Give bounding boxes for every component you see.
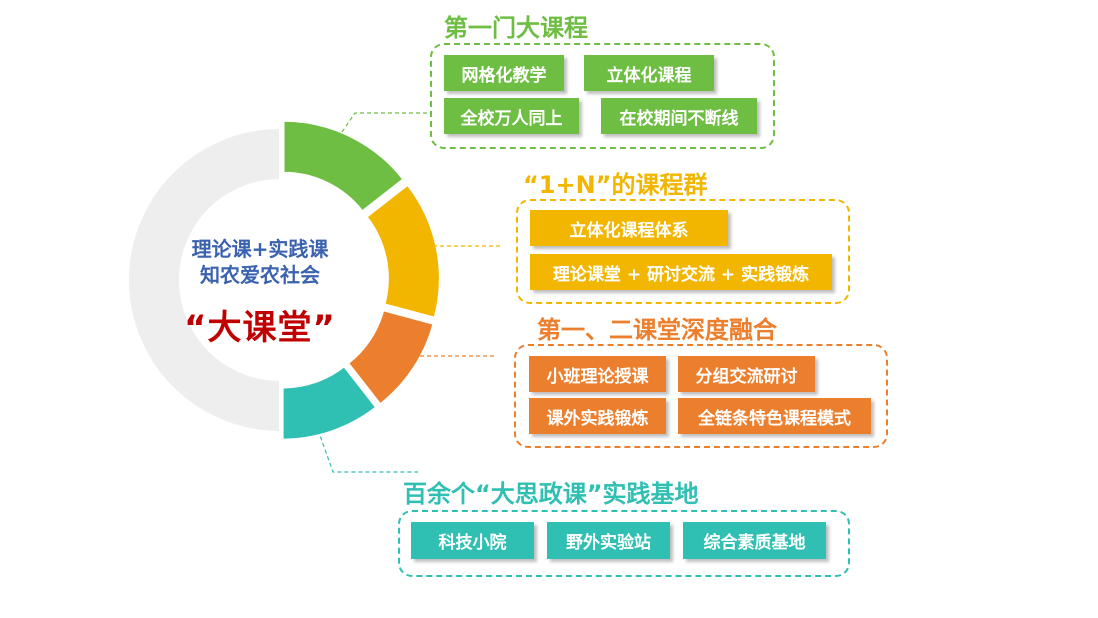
section-title-4: 百余个“大思政课”实践基地 [403,480,699,508]
connector-section-4 [317,429,418,473]
section-box-3 [514,344,888,448]
connector-section-1 [341,112,432,133]
section-title-2: “1+N”的课程群 [523,171,708,199]
ring-segment-orange [346,309,435,406]
tag-whole-school: 全校万人同上 [444,98,579,134]
ring-segment-green [282,119,405,213]
section-title-1: 第一门大课程 [444,14,588,42]
tag-theory-discussion-practice: 理论课堂 + 研讨交流 + 实践锻炼 [530,254,832,290]
tag-3d-course: 立体化课程 [584,55,714,91]
ring-segment-teal [281,364,378,441]
tag-course-system: 立体化课程体系 [530,210,728,246]
tag-quality-base: 综合素质基地 [683,522,826,559]
center-line-2: 知农爱农社会 [200,263,320,287]
tag-full-chain: 全链条特色课程模式 [678,398,871,434]
tag-group-discussion: 分组交流研讨 [678,356,815,392]
center-subtitle: 理论课+实践课 知农爱农社会 [170,236,350,288]
section-box-1 [430,43,775,149]
tag-continuous: 在校期间不断线 [601,98,757,134]
tag-field-station: 野外实验站 [547,522,670,559]
center-title: “大课堂” [184,308,336,348]
section-box-2 [516,199,850,304]
tag-grid-teaching: 网格化教学 [444,55,564,91]
donut-center [180,180,380,380]
section-title-3: 第一、二课堂深度融合 [537,316,777,344]
center-line-1: 理论课+实践课 [191,237,329,261]
tag-extracurricular: 课外实践锻炼 [529,398,666,434]
tag-science-courtyard: 科技小院 [411,522,534,559]
section-box-4 [398,510,850,577]
ring-segment-yellow [365,183,441,319]
tag-small-class: 小班理论授课 [529,356,666,392]
